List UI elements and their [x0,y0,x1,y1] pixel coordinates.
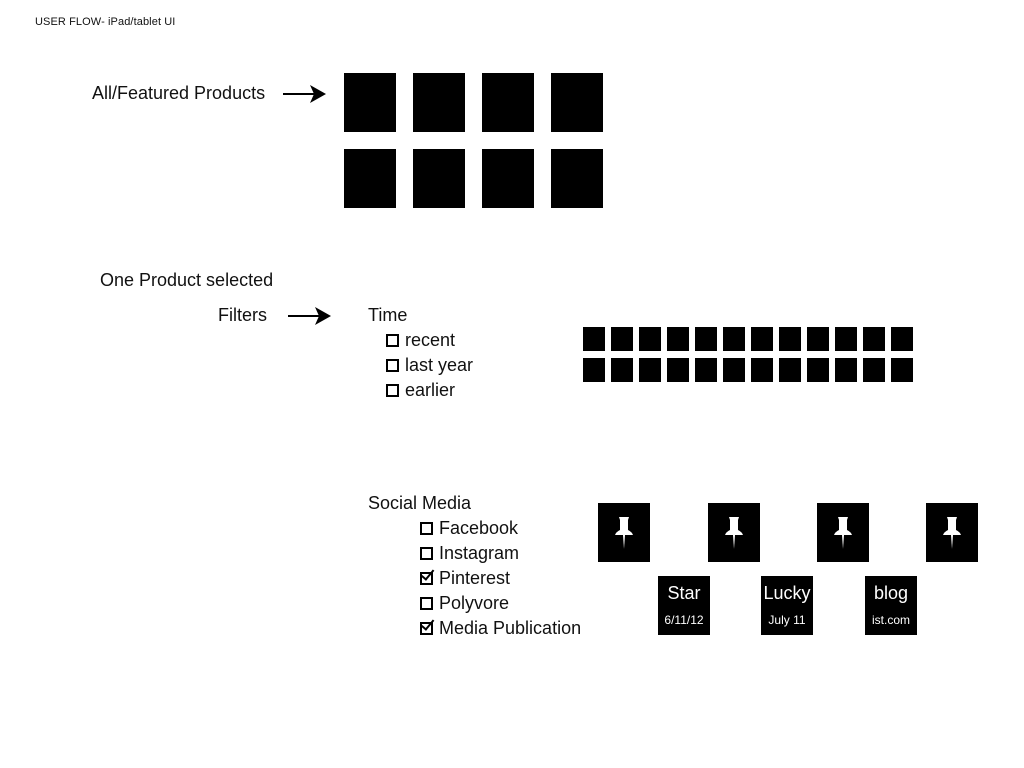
result-tile[interactable] [863,327,885,351]
time-filter-option-label: earlier [405,380,456,400]
pushpin-icon [834,516,852,549]
time-filter-option-label: recent [405,330,456,350]
time-filter-option-label: last year [405,355,474,375]
product-tile[interactable] [551,73,603,132]
social-media-heading: Social Media [368,493,472,513]
pushpin-icon [615,516,633,549]
source-tile[interactable]: Star 6/11/12 [658,576,710,635]
result-tile[interactable] [611,358,633,382]
source-name: Star [667,583,701,603]
source-detail: 6/11/12 [664,613,704,627]
social-media-option-label: Pinterest [439,568,511,588]
result-tile[interactable] [807,358,829,382]
result-tile[interactable] [835,358,857,382]
source-name: Lucky [763,583,811,603]
checkbox[interactable] [386,334,399,347]
result-tile[interactable] [891,327,913,351]
filters-label: Filters [218,305,267,325]
product-tile[interactable] [482,149,534,208]
social-media-option[interactable]: Media Publication [420,616,581,641]
social-media-option-label: Media Publication [439,618,582,638]
result-tile[interactable] [723,327,745,351]
featured-products-label: All/Featured Products [92,83,266,103]
social-media-option-label: Instagram [439,543,520,563]
result-tile[interactable] [807,327,829,351]
social-media-option-label: Polyvore [439,593,510,613]
result-tile[interactable] [639,358,661,382]
product-selected-label: One Product selected [100,270,274,290]
result-tile[interactable] [751,327,773,351]
product-tile[interactable] [344,73,396,132]
product-tile[interactable] [551,149,603,208]
social-media-option[interactable]: Facebook [420,516,581,541]
result-tile[interactable] [891,358,913,382]
checkbox[interactable] [386,384,399,397]
result-tile[interactable] [779,358,801,382]
checkbox-checked[interactable] [420,572,433,585]
result-tile[interactable] [639,327,661,351]
checkbox[interactable] [386,359,399,372]
product-tile[interactable] [413,73,465,132]
checkbox[interactable] [420,547,433,560]
source-tile[interactable]: blog ist.com [865,576,917,635]
result-tile[interactable] [583,327,605,351]
result-tile[interactable] [863,358,885,382]
time-filter-option[interactable]: recent [386,328,473,353]
pinned-item-tile[interactable] [598,503,650,562]
result-tile[interactable] [611,327,633,351]
time-filter-heading: Time [368,305,408,325]
time-filter-options: recent last year earlier [386,328,473,403]
filtered-results-grid [583,327,913,382]
result-tile[interactable] [835,327,857,351]
pinned-item-tile[interactable] [926,503,978,562]
pinned-item-tile[interactable] [817,503,869,562]
result-tile[interactable] [667,358,689,382]
social-media-option[interactable]: Instagram [420,541,581,566]
result-tile[interactable] [779,327,801,351]
page-title: USER FLOW- iPad/tablet UI [35,16,176,28]
result-tile[interactable] [723,358,745,382]
result-tile[interactable] [751,358,773,382]
pinned-items-row [598,503,978,562]
checkbox[interactable] [420,597,433,610]
product-tile[interactable] [413,149,465,208]
source-name: blog [873,583,909,603]
social-media-option[interactable]: Polyvore [420,591,581,616]
pushpin-icon [725,516,743,549]
product-tile[interactable] [482,73,534,132]
result-tile[interactable] [695,327,717,351]
result-tile[interactable] [667,327,689,351]
result-tile[interactable] [583,358,605,382]
source-detail: ist.com [871,613,910,627]
social-media-option-label: Facebook [439,518,519,538]
time-filter-option[interactable]: earlier [386,378,473,403]
pinned-item-tile[interactable] [708,503,760,562]
source-detail: July 11 [768,613,806,627]
product-tile[interactable] [344,149,396,208]
arrow-right-icon [288,307,331,325]
featured-products-grid [344,73,603,208]
social-media-option[interactable]: Pinterest [420,566,581,591]
checkbox-checked[interactable] [420,622,433,635]
result-tile[interactable] [695,358,717,382]
time-filter-option[interactable]: last year [386,353,473,378]
arrow-right-icon [283,85,326,103]
checkbox[interactable] [420,522,433,535]
pushpin-icon [943,516,961,549]
